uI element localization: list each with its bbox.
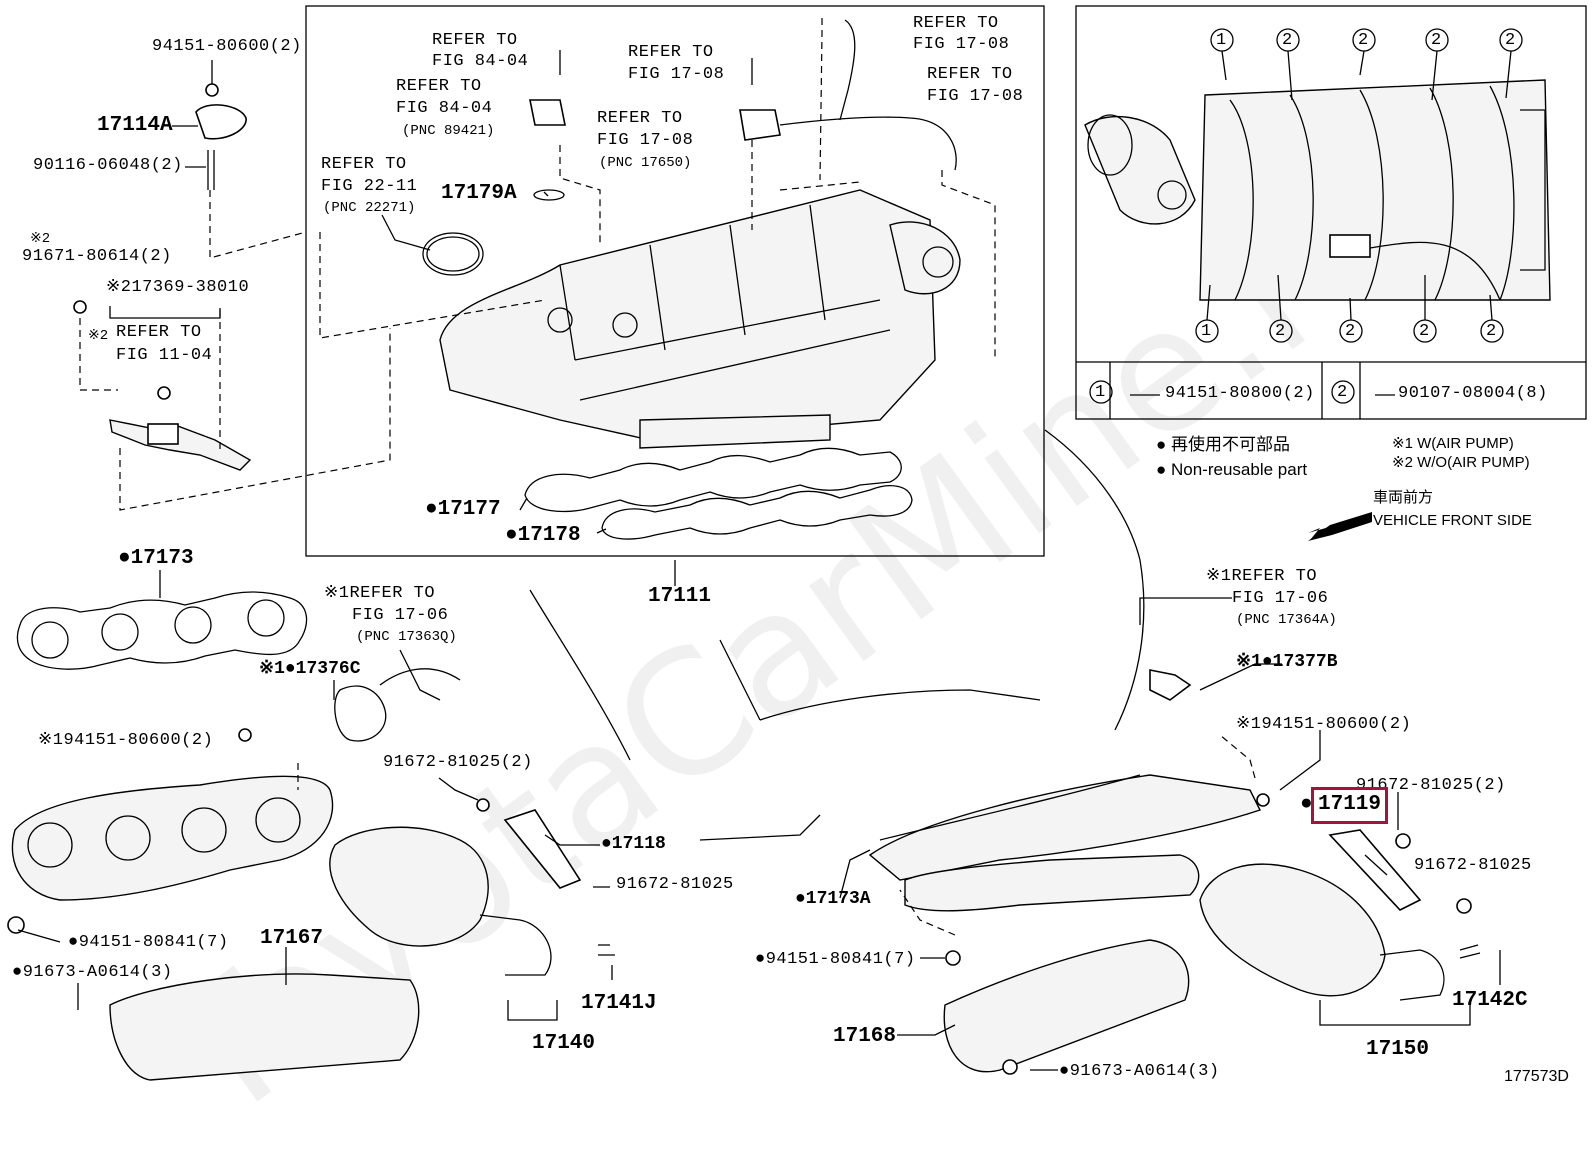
inset-marker-bottom-4: 2 [1419, 322, 1430, 341]
label-17376c: ※1●17376C [259, 659, 361, 679]
inset-markers [1089, 28, 1523, 404]
inset-marker-top-3: 2 [1358, 31, 1369, 50]
label-17119[interactable]: 17119 [1318, 793, 1382, 816]
inset-marker-bottom-1: 1 [1201, 322, 1212, 341]
label-refer-1b: ※1REFER TO [1206, 567, 1318, 586]
label-17173: ●17173 [118, 547, 194, 570]
note-2b: ※2 [88, 328, 109, 344]
label-17178: ●17178 [505, 524, 581, 547]
legend-part-2: 90107-08004(8) [1398, 384, 1548, 403]
solid-leaders [17, 60, 1501, 1071]
label-fig-17-08-d: FIG 17-08 [927, 87, 1024, 106]
legend-note-2: ※2 W/O(AIR PUMP) [1392, 454, 1530, 471]
small-parts-top [422, 19, 957, 276]
legend-nonreusable-en: ● Non-reusable part [1156, 460, 1308, 479]
inset-marker-bottom-5: 2 [1486, 322, 1497, 341]
label-91671: 91671-80614(2) [22, 247, 172, 266]
label-pnc-89421: (PNC 89421) [402, 123, 495, 139]
label-fig-84-04-b: FIG 84-04 [396, 99, 493, 118]
label-refer-to-b: REFER TO [432, 31, 518, 50]
label-194151-left: ※194151-80600(2) [38, 731, 214, 750]
legend-circle-1: 1 [1095, 383, 1106, 402]
label-17141j: 17141J [581, 992, 657, 1015]
legend-note-1: ※1 W(AIR PUMP) [1392, 435, 1514, 452]
label-217369: ※217369-38010 [106, 278, 250, 297]
label-refer-to-h: REFER TO [927, 65, 1013, 84]
label-91672-81025-left: 91672-81025 [616, 875, 734, 894]
diagram-id: 177573D [1504, 1068, 1569, 1085]
label-91672-81025-2-left: 91672-81025(2) [383, 753, 533, 772]
label-refer-to-c: REFER TO [396, 77, 482, 96]
legend-nonreusable-en-text: Non-reusable part [1171, 460, 1308, 479]
engine-outline [529, 429, 1145, 841]
label-91672-81025-2-right: 91672-81025(2) [1356, 776, 1506, 795]
label-pnc-17363q: (PNC 17363Q) [356, 629, 457, 645]
label-17168: 17168 [833, 1025, 897, 1048]
legend-part-1: 94151-80800(2) [1165, 384, 1315, 403]
label-91673-right: ●91673-A0614(3) [1059, 1062, 1220, 1081]
inset-manifold-drawing [1084, 79, 1551, 301]
label-fig-17-06-b: FIG 17-06 [1232, 589, 1329, 608]
label-17173a: ●17173A [795, 889, 871, 909]
label-fig-17-06-a: FIG 17-06 [352, 606, 449, 625]
parts-diagram: ToyotaCarMine.ru [7, 5, 1587, 1160]
label-17118: ●17118 [601, 834, 666, 854]
inset-marker-top-4: 2 [1431, 31, 1442, 50]
label-refer-1a: ※1REFER TO [324, 584, 436, 603]
label-94151-80841-right: ●94151-80841(7) [755, 950, 916, 969]
note-2a: ※2 [30, 231, 51, 247]
label-refer-to-e: REFER TO [628, 43, 714, 62]
manifold-gaskets [524, 447, 913, 540]
inset-marker-bottom-2: 2 [1275, 322, 1286, 341]
label-94151-80600: 94151-80600(2) [152, 37, 302, 56]
highlight-17119[interactable] [1311, 787, 1388, 824]
label-refer-to-f: REFER TO [597, 109, 683, 128]
label-fig-17-08-a: FIG 17-08 [628, 65, 725, 84]
label-refer-to-g: REFER TO [913, 14, 999, 33]
inset-marker-bottom-3: 2 [1345, 322, 1356, 341]
label-94151-80841-left: ●94151-80841(7) [68, 933, 229, 952]
label-194151-right: ※194151-80600(2) [1236, 715, 1412, 734]
label-pnc-22271: (PNC 22271) [323, 200, 416, 216]
label-90116: 90116-06048(2) [33, 156, 183, 175]
label-fig-17-08-c: FIG 17-08 [913, 35, 1010, 54]
label-91673-left: ●91673-A0614(3) [12, 963, 173, 982]
legend-nonreusable-jp: ● 再使用不可部品 [1156, 435, 1290, 454]
label-17177: ●17177 [425, 498, 501, 521]
intake-manifold-box [305, 5, 1045, 557]
label-17119-dot: ● [1300, 793, 1313, 816]
intake-manifold-drawing [439, 189, 961, 449]
exhaust-manifold-left [7, 668, 615, 1081]
diagram-drawing [7, 5, 1587, 1081]
left-small-parts [73, 83, 252, 471]
inset-box [1075, 5, 1587, 420]
label-fig-17-08-b: FIG 17-08 [597, 131, 694, 150]
label-91672-81025-right: 91672-81025 [1414, 856, 1532, 875]
front-label-en: VEHICLE FRONT SIDE [1373, 512, 1532, 529]
inset-marker-top-5: 2 [1505, 31, 1516, 50]
label-17114a: 17114A [97, 114, 173, 137]
label-17150: 17150 [1366, 1038, 1430, 1061]
label-refer-to-a: REFER TO [116, 323, 202, 342]
front-label-jp: 車両前方 [1373, 489, 1434, 506]
label-fig-22-11: FIG 22-11 [321, 177, 418, 196]
label-fig-11-04: FIG 11-04 [116, 346, 213, 365]
exhaust-manifold-right [868, 669, 1481, 1075]
label-17142c: 17142C [1452, 989, 1528, 1012]
label-17140: 17140 [532, 1032, 596, 1055]
label-pnc-17650: (PNC 17650) [599, 155, 692, 171]
label-17167: 17167 [260, 927, 324, 950]
label-17179a: 17179A [441, 182, 517, 205]
label-pnc-17364a: (PNC 17364A) [1236, 612, 1337, 628]
exhaust-gasket-17173 [16, 591, 308, 670]
inset-marker-top-2: 2 [1282, 31, 1293, 50]
legend-circle-2: 2 [1337, 383, 1348, 402]
label-17377b: ※1●17377B [1236, 652, 1338, 672]
label-17111: 17111 [648, 585, 712, 608]
legend-nonreusable-jp-text: 再使用不可部品 [1171, 435, 1290, 454]
inset-marker-top-1: 1 [1216, 31, 1227, 50]
dashed-leaders [79, 18, 1256, 936]
label-fig-84-04-a: FIG 84-04 [432, 52, 529, 71]
label-refer-to-d: REFER TO [321, 155, 407, 174]
